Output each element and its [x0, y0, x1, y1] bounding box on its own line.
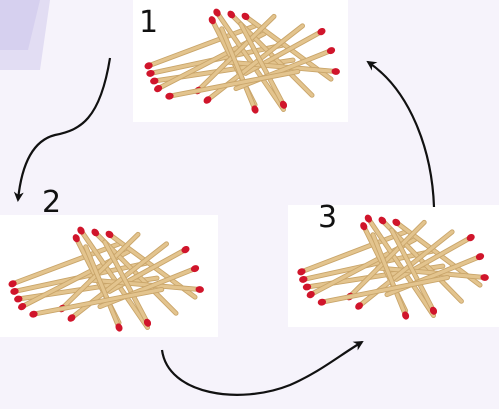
matchstick-body: [348, 220, 426, 299]
match-head: [208, 16, 216, 25]
match-head: [72, 234, 80, 243]
match-head: [115, 323, 123, 332]
matchstick-body: [84, 245, 121, 330]
match-head: [8, 280, 17, 288]
match-head: [299, 275, 308, 283]
match-head: [213, 8, 221, 17]
match-head: [279, 100, 288, 109]
match-head: [190, 265, 200, 273]
match-head: [165, 92, 174, 100]
match-head: [466, 233, 475, 242]
matchstick-body: [103, 240, 150, 325]
match-head: [326, 47, 336, 55]
matchstick-body: [320, 275, 450, 304]
matchstick-body: [371, 233, 408, 318]
matchstick-pile-icon: [144, 8, 340, 114]
match-head: [392, 218, 401, 227]
arrow-3-to-1: [366, 60, 436, 208]
match-head: [195, 286, 204, 293]
matchstick-body: [147, 24, 257, 68]
match-head: [203, 96, 212, 104]
matchstick-pile-icon: [8, 226, 204, 332]
matchstick-body: [239, 22, 286, 107]
matchstick-body: [196, 14, 276, 93]
matchstick-body: [60, 232, 140, 311]
step-label-1: 1: [139, 5, 159, 40]
match-head: [154, 85, 163, 93]
match-head: [360, 222, 368, 231]
matchstick-body: [31, 287, 164, 316]
match-head: [105, 230, 114, 239]
matchstick-body: [390, 228, 436, 313]
match-head: [302, 283, 312, 291]
matchstick-body: [220, 27, 257, 112]
match-head: [297, 268, 306, 276]
match-head: [144, 62, 153, 70]
match-head: [317, 298, 327, 306]
matchstick-pile-2: [0, 215, 218, 337]
match-head: [143, 318, 152, 327]
matchstick-body: [167, 69, 300, 98]
match-head: [29, 310, 38, 318]
arrow-1-to-2: [13, 57, 112, 202]
match-head: [181, 245, 190, 254]
matchstick-body: [215, 11, 286, 112]
match-head: [317, 27, 326, 36]
matchstick-body: [88, 278, 202, 292]
matchstick-pile-3: [288, 205, 499, 327]
matchstick-body: [299, 230, 408, 274]
match-head: [364, 214, 373, 223]
match-head: [67, 314, 76, 322]
match-head: [306, 291, 315, 299]
step-label-3: 3: [318, 200, 338, 235]
matchstick-body: [224, 60, 338, 74]
match-head: [378, 216, 387, 225]
match-head: [227, 10, 236, 19]
match-head: [429, 306, 438, 315]
match-head: [402, 311, 410, 320]
match-head: [355, 302, 364, 310]
arrow-2-to-3: [160, 340, 364, 396]
match-head: [251, 105, 259, 114]
match-head: [331, 68, 340, 75]
match-head: [150, 77, 159, 85]
match-head: [241, 12, 250, 21]
match-head: [18, 303, 27, 311]
match-head: [10, 287, 19, 295]
match-head: [480, 274, 489, 281]
matchstick-body: [366, 217, 436, 318]
match-head: [77, 226, 85, 235]
matchstick-body: [376, 266, 487, 280]
matchstick-pile-1: [133, 0, 348, 122]
match-head: [475, 253, 485, 261]
matchstick-pile-icon: [297, 214, 489, 320]
step-label-2: 2: [42, 185, 62, 220]
match-head: [146, 69, 155, 77]
matchstick-body: [11, 242, 121, 286]
match-head: [91, 228, 100, 237]
matchstick-body: [79, 229, 150, 330]
match-head: [14, 295, 23, 303]
